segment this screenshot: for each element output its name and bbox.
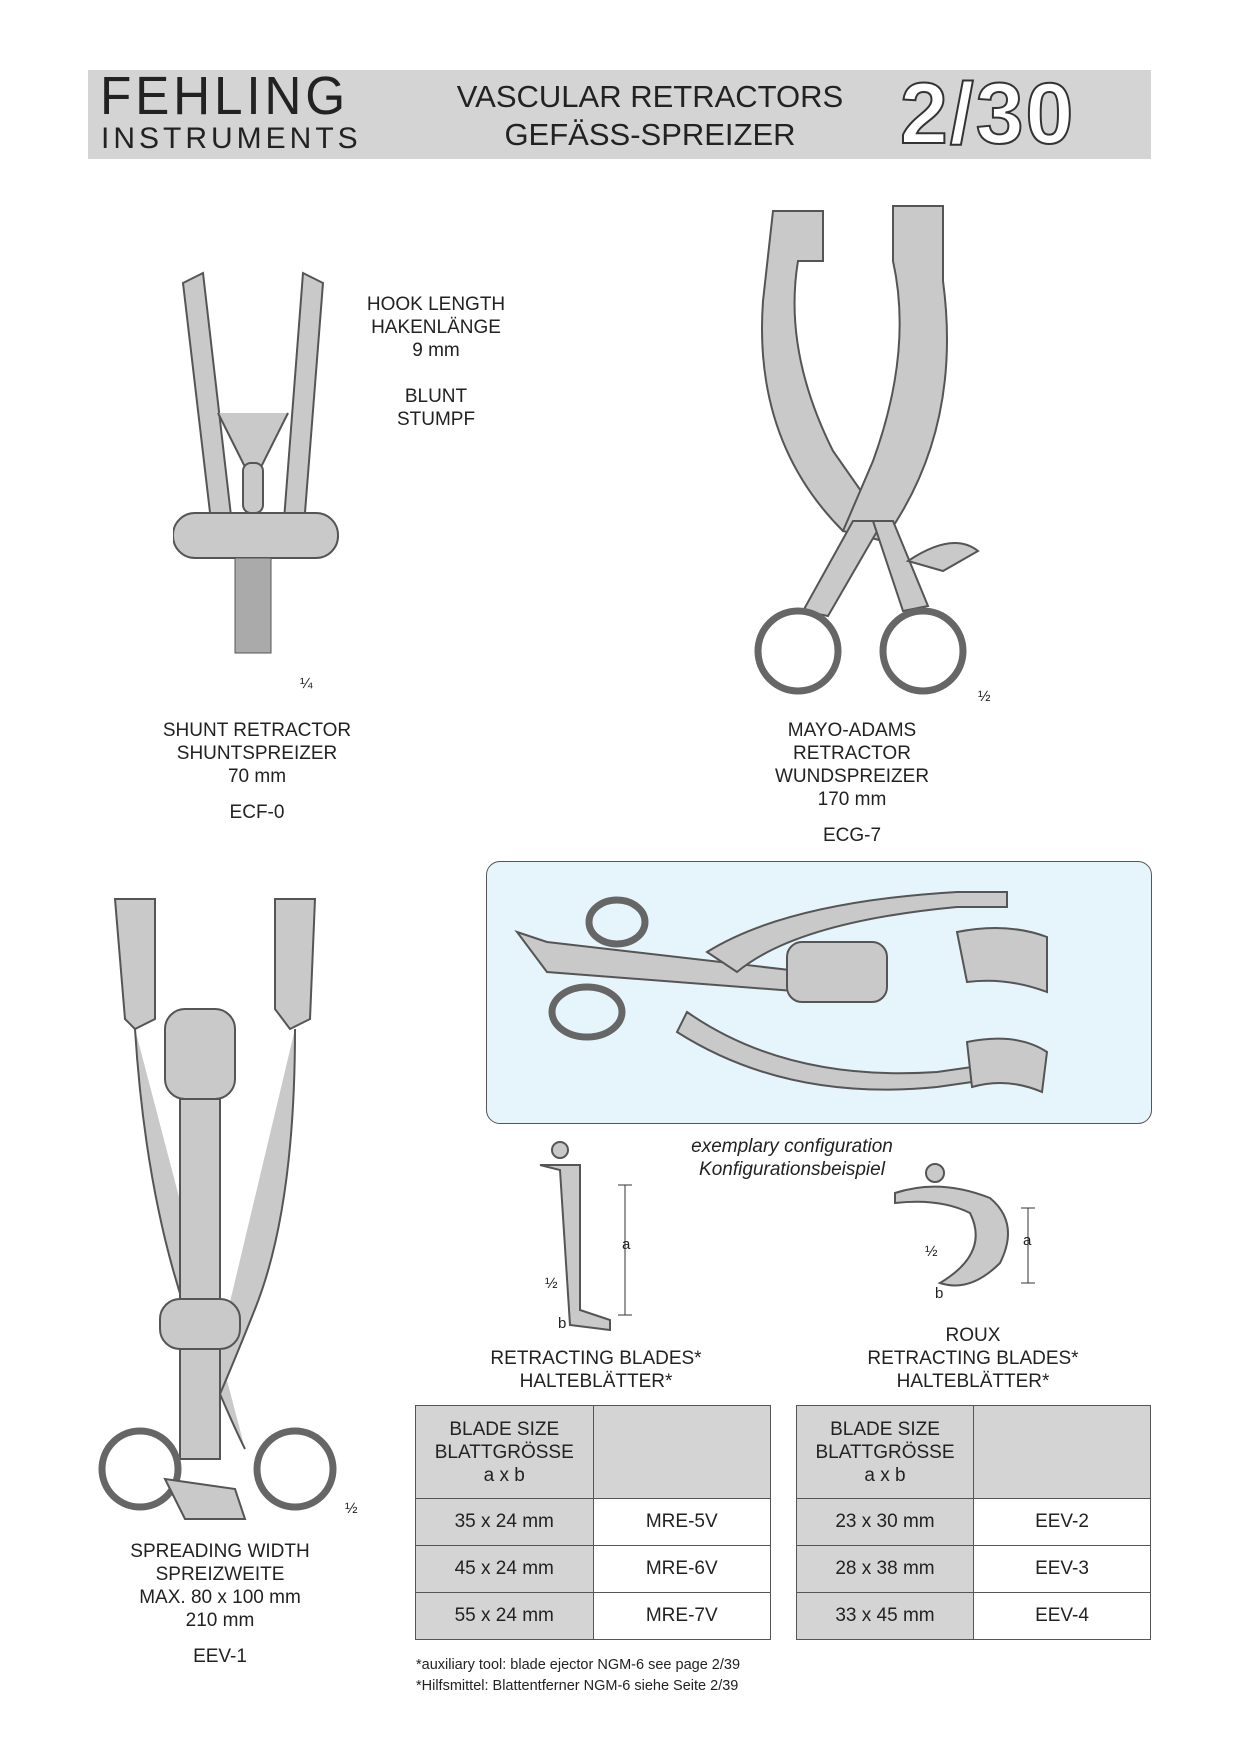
spec-line: STUMPF: [396, 409, 476, 430]
shunt-label: SHUNT RETRACTOR SHUNTSPREIZER 70 mm ECF-…: [107, 719, 407, 824]
title-de: GEFÄSS-SPREIZER: [504, 117, 796, 152]
size-cell: 28 x 38 mm: [796, 1545, 974, 1593]
name-de: WUNDSPREIZER: [774, 766, 930, 787]
spec-line: MAX. 80 x 100 mm: [139, 1587, 301, 1608]
title-de: HALTEBLÄTTER*: [519, 1371, 673, 1392]
size-cell: 45 x 24 mm: [415, 1545, 594, 1593]
scale-label: ½: [345, 1500, 358, 1517]
size-cell: 33 x 45 mm: [796, 1592, 974, 1640]
length: 170 mm: [817, 789, 887, 810]
page-title: VASCULAR RETRACTORS GEFÄSS-SPREIZER: [420, 78, 880, 154]
name-en: MAYO-ADAMS: [787, 720, 917, 741]
mayo-adams-retractor-image: [754, 205, 980, 695]
code-cell: EEV-2: [973, 1498, 1151, 1546]
brand-subtitle: INSTRUMENTS: [101, 122, 362, 155]
header-cell: [973, 1405, 1151, 1499]
code-cell: MRE-5V: [592, 1498, 771, 1546]
brand-logo: FEHLING: [100, 66, 349, 126]
page-number: 2/30: [899, 66, 1076, 162]
size-cell: 23 x 30 mm: [796, 1498, 974, 1546]
scale-label: ½: [925, 1243, 938, 1260]
header-bar: [88, 70, 1151, 159]
size-cell: 35 x 24 mm: [415, 1498, 594, 1546]
retracting-blades-title: RETRACTING BLADES* HALTEBLÄTTER*: [446, 1347, 746, 1393]
footnote-de: *Hilfsmittel: Blattentferner NGM-6 siehe…: [416, 1678, 739, 1694]
scale-label: ¼: [300, 675, 313, 692]
scale-label: ½: [545, 1275, 558, 1292]
title-de: HALTEBLÄTTER*: [896, 1371, 1050, 1392]
code-cell: EEV-3: [973, 1545, 1151, 1593]
size-cell: 55 x 24 mm: [415, 1592, 594, 1640]
name-en: SHUNT RETRACTOR: [162, 720, 352, 741]
dim-b-label: b: [558, 1315, 567, 1332]
configuration-image-box: [486, 861, 1152, 1124]
dim-b-label: b: [935, 1285, 944, 1302]
code-cell: MRE-7V: [592, 1592, 771, 1640]
spec-line: HOOK LENGTH: [366, 294, 506, 315]
title-en: VASCULAR RETRACTORS: [456, 79, 844, 114]
spec-line: SPREADING WIDTH: [130, 1541, 310, 1562]
product-code: ECG-7: [822, 825, 882, 846]
spreader-label: SPREADING WIDTH SPREIZWEITE MAX. 80 x 10…: [70, 1540, 370, 1668]
spec-line: 9 mm: [412, 340, 460, 361]
name-de: SHUNTSPREIZER: [176, 743, 338, 764]
product-code: ECF-0: [229, 802, 285, 823]
caption-en: exemplary configuration: [691, 1136, 893, 1157]
name-en: RETRACTOR: [793, 743, 911, 764]
configuration-caption: exemplary configuration Konfigurationsbe…: [632, 1135, 952, 1181]
configuration-image: [514, 891, 1049, 1094]
spec-line: HAKENLÄNGE: [371, 317, 501, 338]
product-code: EEV-1: [193, 1646, 247, 1667]
length: 70 mm: [227, 766, 287, 787]
header-cell: [592, 1405, 771, 1499]
roux-blades-title: ROUX RETRACTING BLADES* HALTEBLÄTTER*: [823, 1324, 1123, 1393]
mayo-label: MAYO-ADAMS RETRACTOR WUNDSPREIZER 170 mm…: [702, 719, 1002, 847]
footnote-en: *auxiliary tool: blade ejector NGM-6 see…: [416, 1657, 741, 1673]
spreader-image: [98, 898, 337, 1520]
scale-label: ½: [978, 688, 991, 705]
shunt-spec: HOOK LENGTH HAKENLÄNGE 9 mm BLUNT STUMPF: [286, 293, 586, 431]
code-cell: EEV-4: [973, 1592, 1151, 1640]
dim-a-label: a: [622, 1236, 631, 1253]
shunt-retractor-image: [173, 271, 339, 654]
length: 210 mm: [185, 1610, 255, 1631]
roux-blade-image: [894, 1163, 1035, 1287]
spec-line: BLUNT: [404, 386, 468, 407]
title-en: RETRACTING BLADES*: [490, 1348, 702, 1369]
retracting-blade-image: [539, 1141, 632, 1332]
title-en: RETRACTING BLADES*: [867, 1348, 1079, 1369]
code-cell: MRE-6V: [592, 1545, 771, 1593]
caption-de: Konfigurationsbeispiel: [699, 1159, 885, 1180]
spec-line: SPREIZWEITE: [155, 1564, 285, 1585]
title-roux: ROUX: [945, 1325, 1001, 1346]
dim-a-label: a: [1023, 1232, 1032, 1249]
